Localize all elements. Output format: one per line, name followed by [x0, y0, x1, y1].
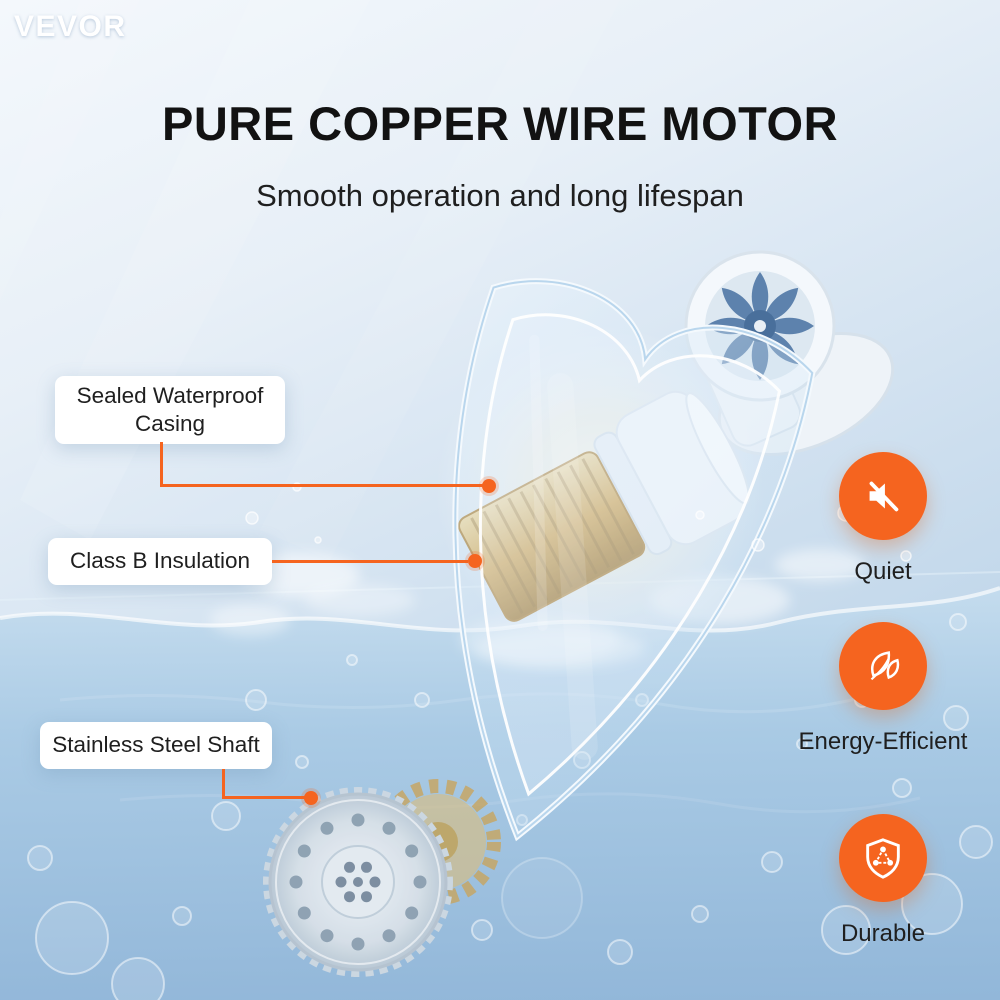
feature-label: Energy-Efficient [798, 728, 968, 755]
feature-durable: Durable [798, 814, 968, 948]
callout-stainless-steel-shaft: Stainless Steel Shaft [40, 722, 272, 769]
callout-class-b-insulation: Class B Insulation [48, 538, 272, 585]
callout-dot [468, 554, 482, 568]
callout-connector-line [222, 796, 306, 799]
callout-label: Class B Insulation [69, 548, 251, 574]
feature-energy-efficient: Energy-Efficient [798, 622, 968, 756]
splash-foam-front [305, 584, 645, 668]
callout-sealed-waterproof-casing: Sealed Waterproof Casing [55, 376, 285, 444]
gear-hub-holes [335, 861, 381, 903]
energy-badge [839, 622, 927, 710]
callout-label: Stainless Steel Shaft [52, 732, 260, 758]
water-droplets [210, 482, 912, 562]
page-title: PURE COPPER WIRE MOTOR [161, 97, 839, 150]
gear-rim-holes [289, 813, 427, 951]
leaf-icon [870, 651, 900, 681]
quiet-badge [839, 452, 927, 540]
callout-connector-line [272, 560, 468, 563]
callout-label: Sealed Waterproof Casing [76, 382, 264, 436]
feature-label: Quiet [854, 558, 912, 585]
shield-molecule-icon [866, 838, 900, 879]
durable-badge [839, 814, 927, 902]
callout-connector-line [160, 484, 484, 487]
stainless-steel-shaft-gear [263, 779, 501, 977]
callout-connector-line [222, 769, 225, 799]
bubbles [27, 613, 993, 1000]
callout-connector-line [160, 442, 163, 486]
callout-dot [304, 791, 318, 805]
callout-dot [482, 479, 496, 493]
page-subtitle: Smooth operation and long lifespan [256, 178, 744, 213]
speaker-muted-icon [869, 481, 899, 512]
feature-label: Durable [840, 920, 926, 947]
feature-quiet: Quiet [798, 452, 968, 586]
waterproof-shield-casing [452, 278, 816, 842]
brand-logo: VEVOR [14, 10, 127, 43]
